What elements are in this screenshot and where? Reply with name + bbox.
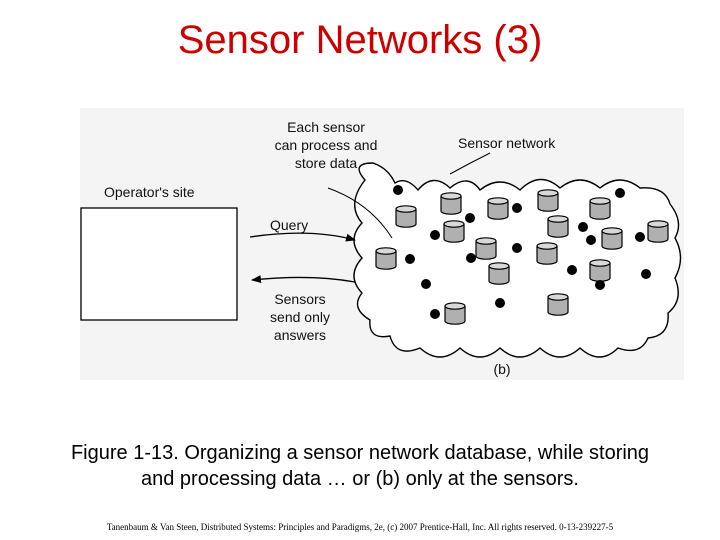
sensor-network-leader-line: [449, 152, 491, 175]
storage-node-icon: [487, 197, 509, 220]
sensor-network-label: Sensor network: [458, 135, 556, 151]
storage-node-icon: [375, 247, 397, 270]
slide-title: Sensor Networks (3): [177, 18, 543, 62]
copyright-footer: Tanenbaum & Van Steen, Distributed Syste…: [106, 522, 614, 532]
caption-line-2: and processing data … or (b) only at the…: [140, 468, 579, 490]
operator-site-box: [80, 207, 238, 321]
each-sensor-label-1: Each sensor: [287, 119, 365, 135]
storage-node-icon: [395, 205, 417, 228]
storage-node-icon: [547, 215, 569, 238]
sensor-node-dot: [393, 185, 403, 195]
sensor-node-dot: [578, 222, 588, 232]
figure-canvas: Each sensor can process and store data S…: [80, 119, 682, 377]
storage-node-icon: [537, 189, 559, 212]
sensor-node-dot: [495, 298, 505, 308]
sensor-network-cloud: [353, 162, 682, 358]
sensor-node-dot: [615, 188, 625, 198]
sensors-answers-label-3: answers: [274, 327, 326, 343]
caption-line-1: Figure 1-13. Organizing a sensor network…: [70, 442, 650, 464]
sensor-node-dot: [567, 265, 577, 275]
each-sensor-leader-line: [327, 187, 393, 239]
operator-site-label: Operator's site: [104, 184, 195, 200]
sensors-answers-label-1: Sensors: [274, 291, 325, 307]
each-sensor-label-3: store data: [295, 155, 357, 171]
storage-node-icon: [647, 220, 669, 243]
sensor-node-dot: [421, 279, 431, 289]
storage-node-icon: [444, 302, 466, 325]
sensor-node-dot: [635, 232, 645, 242]
answers-arrow: [251, 275, 356, 284]
sensor-node-dot: [512, 203, 522, 213]
sensors-answers-label-2: send only: [270, 309, 330, 325]
sensor-node-dot: [641, 269, 651, 279]
storage-node-icon: [589, 259, 611, 282]
figure-caption: Figure 1-13. Organizing a sensor network…: [0, 440, 720, 492]
panel-label: (b): [493, 361, 510, 377]
query-label: Query: [270, 217, 308, 233]
sensor-network-figure: Each sensor can process and store data S…: [80, 108, 684, 380]
query-arrow: [249, 232, 356, 242]
sensor-node-dot: [466, 253, 476, 263]
sensor-node-dot: [595, 280, 605, 290]
sensor-node-dot: [405, 254, 415, 264]
storage-node-icon: [536, 242, 558, 265]
storage-node-icon: [547, 293, 569, 316]
sensor-node-dot: [512, 243, 522, 253]
storage-node-icon: [589, 197, 611, 220]
storage-node-icon: [601, 227, 623, 250]
storage-node-icon: [440, 192, 462, 215]
storage-node-icon: [475, 237, 497, 260]
sensor-node-dot: [465, 213, 475, 223]
storage-node-icon: [443, 220, 465, 243]
sensor-node-dot: [586, 235, 596, 245]
each-sensor-label-2: can process and: [275, 137, 378, 153]
storage-node-icon: [488, 262, 510, 285]
sensor-node-dot: [430, 230, 440, 240]
sensor-node-dot: [430, 309, 440, 319]
